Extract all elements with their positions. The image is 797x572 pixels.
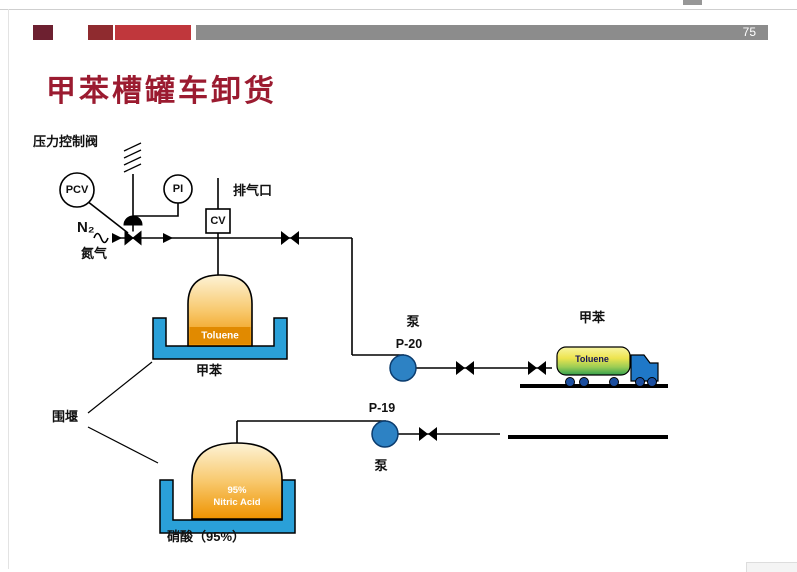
containment-dike-1 <box>152 317 288 360</box>
deco-block-3 <box>115 25 191 40</box>
nitrogen-symbol-label: N₂ <box>77 219 95 236</box>
block-valve-1 <box>281 231 299 245</box>
flow-arrow-1 <box>112 233 122 243</box>
block-valve-2 <box>456 361 474 375</box>
truck-product-label: Toluene <box>575 354 609 365</box>
left-border-line <box>8 9 9 569</box>
vent-hatch-marks <box>123 142 142 173</box>
dike-pointer-lower <box>87 426 159 464</box>
pcv-connection-line <box>86 200 129 234</box>
pump-p20-symbol <box>389 354 417 382</box>
page-number: 75 <box>742 25 756 39</box>
top-right-fragment <box>683 0 702 5</box>
nitric-tank-line1-label: 95% <box>227 484 247 496</box>
top-border-line <box>0 9 797 10</box>
flow-arrows <box>112 233 173 243</box>
pressure-control-valve-label: 压力控制阀 <box>33 134 99 149</box>
pi-tag-label: PI <box>172 182 184 195</box>
cv-box <box>205 208 231 234</box>
deco-block-1 <box>33 25 53 40</box>
nitrogen-label: 氮气 <box>81 246 108 261</box>
pcv-tag-label: PCV <box>65 183 89 196</box>
pi-instrument-circle <box>163 174 193 204</box>
nitric-tank-line2-label: Nitric Acid <box>213 496 261 508</box>
truck-name-label: 甲苯 <box>579 310 606 325</box>
toluene-tank-product-label: Toluene <box>201 330 239 342</box>
pi-connection-line <box>133 203 179 217</box>
block-valve-4 <box>419 427 437 441</box>
nitric-acid-tank <box>191 442 283 520</box>
tank-truck <box>556 346 659 387</box>
dike-label: 围堰 <box>52 409 79 424</box>
nitric-tank-name-label: 硝酸（95%） <box>167 529 246 544</box>
piping <box>86 174 552 443</box>
header-bar: 75 <box>196 25 768 40</box>
actuator-dome <box>123 215 143 226</box>
pump-upper-label: 泵 <box>406 313 420 329</box>
truck-cab <box>630 354 659 382</box>
toluene-storage-tank <box>187 274 253 347</box>
dike-pointer-upper <box>87 361 153 414</box>
bottom-right-fragment <box>746 562 797 572</box>
vent-label: 排气口 <box>233 183 273 198</box>
slide-title: 甲苯槽罐车卸货 <box>46 75 277 108</box>
flow-arrow-2 <box>163 233 173 243</box>
cv-tag-label: CV <box>210 214 226 227</box>
ground-lines <box>508 384 668 439</box>
dike-pointer-lines <box>87 361 159 464</box>
pressure-control-valve-symbol <box>123 215 143 246</box>
truck-tank-barrel <box>556 346 631 376</box>
deco-block-2 <box>88 25 113 40</box>
flex-hose-symbol <box>93 232 109 244</box>
toluene-tank-name-label: 甲苯 <box>196 363 223 378</box>
p20-tag-label: P-20 <box>395 337 423 352</box>
block-valve-3 <box>528 361 546 375</box>
pump-lower-label: 泵 <box>374 457 388 473</box>
p19-tag-label: P-19 <box>368 401 396 416</box>
pump-p19-symbol <box>371 420 399 448</box>
pcv-instrument-circle <box>59 172 95 208</box>
toluene-tank-band <box>189 327 251 344</box>
truck-wheels <box>565 377 657 387</box>
